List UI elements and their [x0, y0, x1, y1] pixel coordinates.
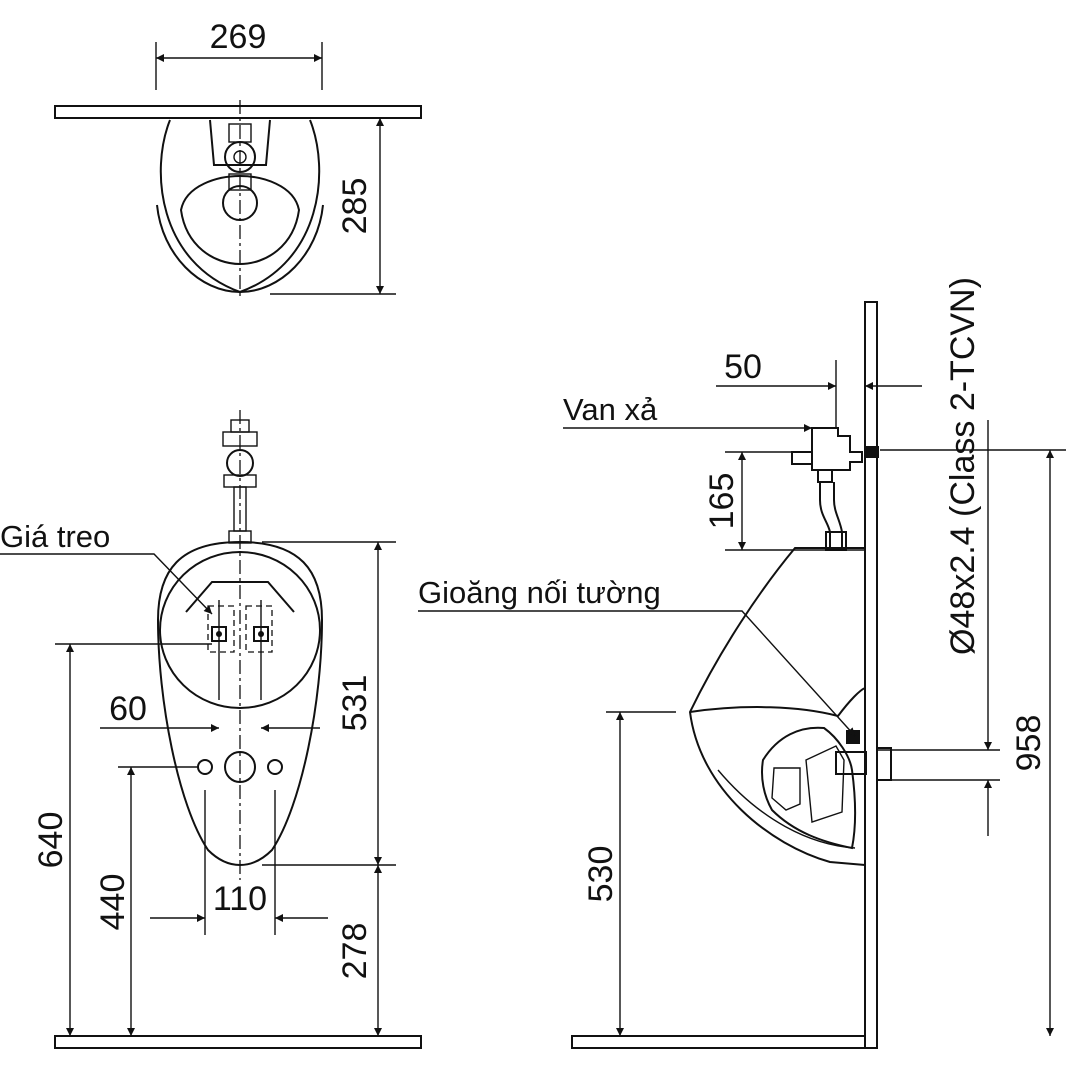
label-gia-treo: Giá treo [0, 519, 110, 554]
top-view-valve-housing [209, 119, 271, 166]
leader-gia-treo [0, 553, 213, 615]
dim-530-text: 530 [582, 846, 620, 903]
label-gioang: Gioăng nối tường [418, 575, 661, 610]
side-outlet-wall-pipe [876, 747, 892, 781]
side-view: Van xả Gioăng nối tường 50 165 530 Ø48x2… [418, 277, 1066, 1049]
dim-165-text: 165 [703, 473, 741, 530]
front-bracket-right-outline [245, 605, 273, 653]
dim-531-text: 531 [336, 675, 374, 732]
side-valve-wall-flange [865, 446, 879, 458]
side-flush-pipe [819, 482, 843, 549]
front-view: Giá treo 531 278 60 640 440 110 [0, 410, 422, 1049]
side-view-floor [571, 1035, 875, 1049]
dim-60-text: 60 [109, 690, 147, 728]
leader-gioang [418, 610, 856, 737]
front-view-floor [54, 1035, 422, 1049]
front-drain-outlet [224, 751, 256, 783]
dim-285-text: 285 [336, 178, 374, 235]
side-flush-valve-body [811, 427, 863, 471]
dim-269-text: 269 [210, 18, 267, 56]
side-gasket-block [846, 730, 860, 744]
side-view-wall [864, 301, 878, 1049]
dim-958-text: 958 [1010, 715, 1048, 772]
side-urinal-trap [761, 726, 856, 850]
dim-110-text: 110 [213, 880, 267, 918]
pipe-spec-text: Ø48x2.4 (Class 2-TCVN) [944, 277, 982, 655]
side-urinal-inner-curve [717, 769, 856, 849]
dim-440-text: 440 [94, 874, 132, 931]
side-valve-handle [791, 451, 813, 465]
top-view: 269 285 [54, 18, 422, 300]
top-view-bowl-front [156, 204, 324, 294]
front-outlet-bolt-left [197, 759, 213, 775]
top-view-spreader [228, 173, 252, 191]
side-urinal-outline [688, 547, 866, 866]
front-valve-body [226, 449, 254, 477]
dim-50-text: 50 [724, 348, 762, 386]
side-outlet-connector [835, 751, 867, 775]
top-view-bowl-basin [179, 174, 301, 266]
top-view-inlet-circle [224, 141, 256, 173]
side-valve-nut [817, 469, 833, 483]
dim-640-text: 640 [32, 812, 70, 869]
front-bracket-left-outline [207, 605, 235, 653]
front-outlet-bolt-right [267, 759, 283, 775]
top-view-wall [54, 105, 422, 119]
side-trap-inner-left [771, 767, 801, 811]
front-bowl-inner [185, 581, 295, 613]
front-bowl-opening [159, 551, 321, 709]
side-trap-inner-right [805, 745, 845, 823]
label-van-xa: Van xả [563, 392, 658, 427]
side-urinal-rim [689, 687, 866, 718]
dim-278-text: 278 [336, 923, 374, 980]
